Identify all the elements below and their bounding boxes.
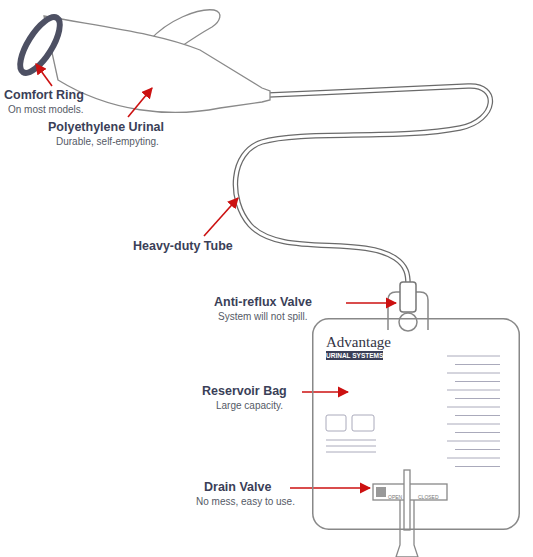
valve-marking: OPEN	[388, 494, 402, 500]
reservoir-bag	[312, 282, 520, 557]
part-name: Drain Valve	[204, 480, 271, 494]
part-note: No mess, easy to use.	[196, 495, 295, 509]
tube	[235, 86, 490, 284]
valve-marking: CLOSED	[418, 494, 439, 500]
part-name: Heavy-duty Tube	[133, 239, 233, 253]
anti-reflux-valve	[400, 282, 416, 312]
part-name: Anti-reflux Valve	[214, 295, 312, 309]
part-note: Durable, self-empyting.	[56, 135, 159, 149]
part-note: On most models.	[8, 103, 84, 117]
callout-arrows	[36, 64, 396, 488]
brand-subtitle: URINAL SYSTEMS	[326, 351, 383, 360]
part-note: System will not spill.	[218, 310, 307, 324]
part-note: Large capacity.	[216, 399, 283, 413]
bag-outline: AdvantageURINAL SYSTEMS	[312, 318, 520, 530]
part-name: Polyethylene Urinal	[48, 120, 164, 134]
bag-border	[313, 319, 520, 530]
brand-name: Advantage	[326, 334, 391, 350]
part-name: Comfort Ring	[4, 88, 84, 102]
part-name: Reservoir Bag	[202, 384, 287, 398]
